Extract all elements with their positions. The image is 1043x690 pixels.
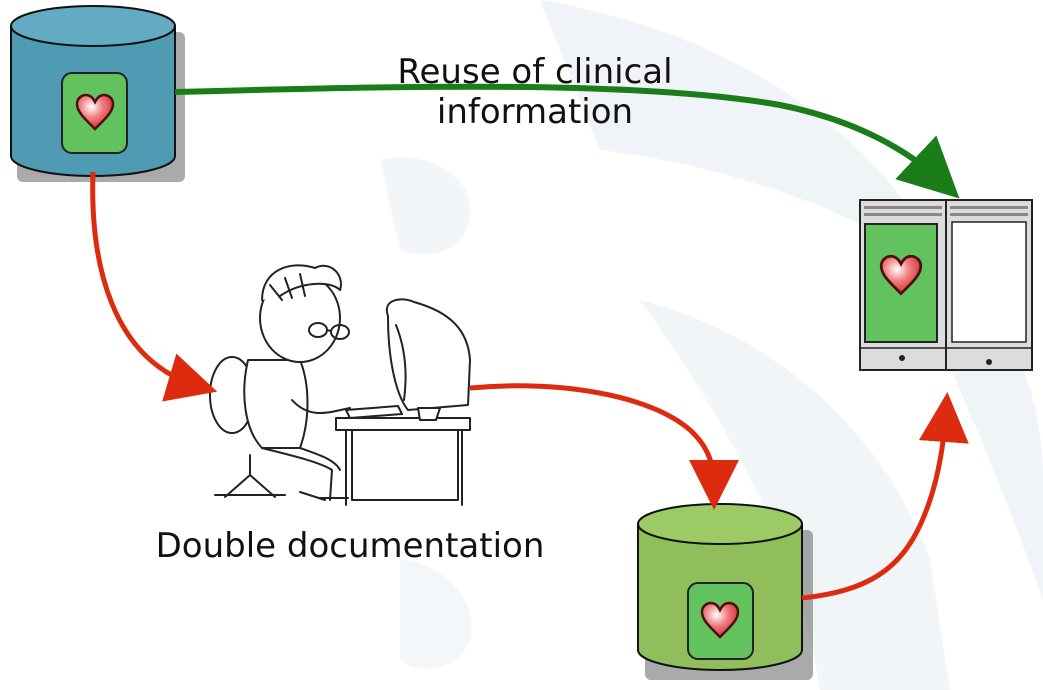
- reuse-label-line2: information: [436, 92, 634, 132]
- person-to-database-arrow: [469, 383, 739, 510]
- person-at-computer-icon: [209, 264, 471, 506]
- reuse-label-line1: Reuse of clinical: [397, 52, 673, 92]
- record-viewer-icon: [859, 199, 1033, 371]
- source-database-icon: [10, 5, 185, 182]
- database-to-viewer-arrow: [801, 392, 969, 601]
- double-documentation-label: Double documentation: [155, 526, 545, 566]
- reuse-label: Reuse of clinical information: [360, 52, 710, 132]
- reuse-arrow: [174, 83, 960, 199]
- source-to-person-arrow: [90, 171, 218, 402]
- target-database-icon: [637, 503, 813, 680]
